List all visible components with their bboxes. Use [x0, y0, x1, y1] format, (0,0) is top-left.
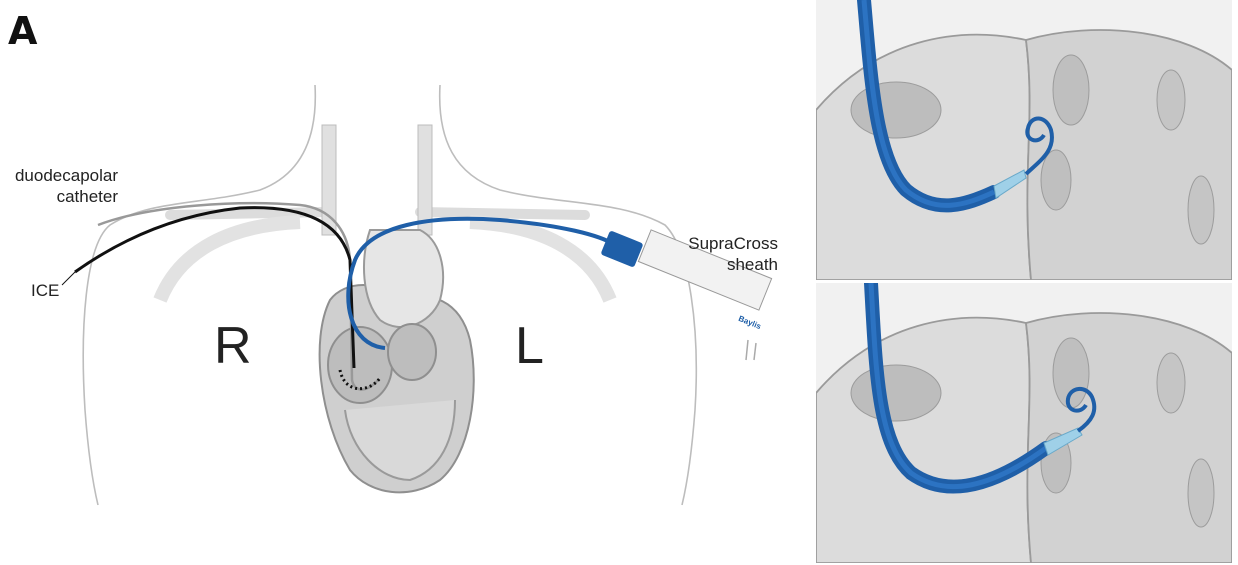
- clavicle-left: [420, 212, 585, 215]
- thorax-diagram: [0, 0, 810, 565]
- duodecapolar-label: duodecapolar catheter: [10, 165, 118, 207]
- pulmonary-vein-3c: [1157, 353, 1185, 413]
- heart-upper: [364, 230, 443, 327]
- supracross-label: SupraCross sheath: [662, 233, 778, 275]
- pulmonary-vein-4: [1188, 176, 1214, 244]
- vessel-svc: [322, 125, 336, 235]
- fossa-c: [851, 365, 941, 421]
- rib-right: [160, 222, 300, 300]
- pulmonary-vein-1: [1053, 55, 1089, 125]
- body-outline: [83, 85, 315, 505]
- inset-c: [816, 283, 1232, 563]
- pulmonary-vein-1c: [1053, 338, 1089, 408]
- supracross-label-line2: sheath: [662, 254, 778, 275]
- right-atrium: [328, 327, 392, 403]
- inset-b: [816, 0, 1232, 280]
- ice-label: ICE: [31, 280, 59, 301]
- supracross-label-line1: SupraCross: [662, 233, 778, 254]
- pulmonary-vein-3: [1157, 70, 1185, 130]
- duodecapolar-label-line1: duodecapolar: [10, 165, 118, 186]
- left-atrium: [388, 324, 436, 380]
- pulmonary-vein-4c: [1188, 459, 1214, 527]
- vessel-aorta: [418, 125, 432, 235]
- panel-label-a: A: [8, 12, 37, 50]
- body-outline-right: [440, 85, 697, 505]
- right-side-label: R: [214, 320, 252, 372]
- ice-leader: [62, 272, 75, 285]
- fossa-b: [851, 82, 941, 138]
- duodecapolar-label-line2: catheter: [10, 186, 118, 207]
- left-side-label: L: [515, 320, 544, 372]
- pulmonary-vein-2: [1041, 150, 1071, 210]
